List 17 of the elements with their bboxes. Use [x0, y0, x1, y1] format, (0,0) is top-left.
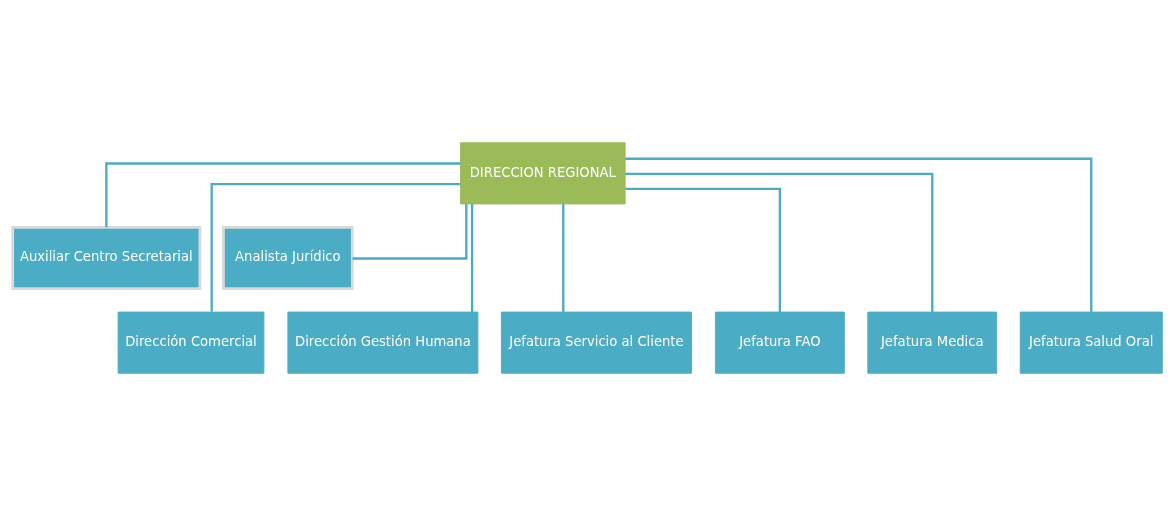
node-box: Jefatura Salud Oral [1019, 311, 1163, 374]
connector [352, 204, 468, 260]
connector [625, 187, 782, 312]
node-box: Dirección Gestión Humana [287, 311, 479, 374]
node-box: Jefatura Servicio al Cliente [500, 311, 692, 374]
node-box: Dirección Comercial [117, 311, 265, 374]
node-box: Analista Jurídico [222, 226, 354, 290]
node-box: Auxiliar Centro Secretarial [11, 226, 202, 290]
node-box: Jefatura Medica [867, 311, 998, 374]
connector [625, 172, 934, 313]
connector [625, 157, 1093, 312]
node-box: DIRECCION REGIONAL [460, 142, 626, 205]
connector [210, 182, 461, 312]
connector [470, 204, 474, 312]
node-box: Jefatura FAO [714, 311, 845, 374]
connector [562, 204, 565, 312]
connector [105, 162, 461, 228]
